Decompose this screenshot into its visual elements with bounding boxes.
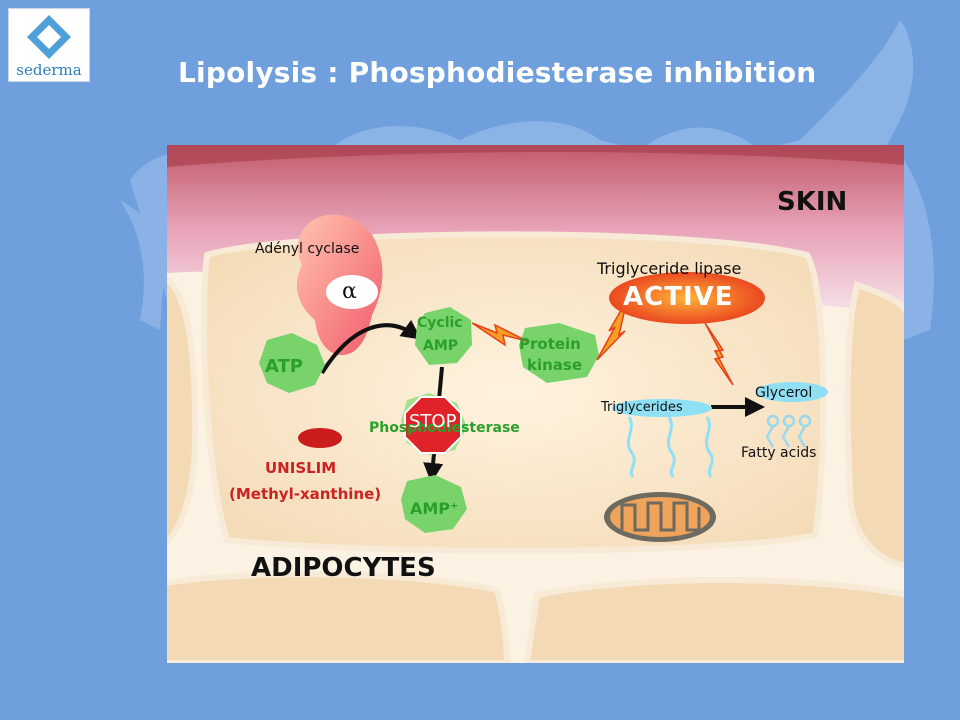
phosphodiesterase-label: Phosphodiesterase: [369, 420, 520, 436]
protein-kinase-label-2: kinase: [527, 356, 583, 374]
stop-sign-label: STOP: [409, 411, 457, 432]
stop-sign-shape: [404, 396, 462, 454]
glycerol-label: Glycerol: [755, 385, 813, 401]
fatty-acid-icons: [765, 414, 812, 448]
adipocyte-left: [167, 275, 199, 546]
diagram-panel: SKIN Adényl cyclase α ATP Cyclic AMP Pro…: [167, 145, 904, 663]
adipocytes-label: ADIPOCYTES: [251, 553, 436, 583]
diagram-artwork: [167, 145, 904, 663]
atp-to-camp-arrow: [320, 319, 422, 375]
protein-kinase-shape: [519, 323, 599, 383]
triglycerides-pill: [612, 399, 712, 417]
amp-plus-label: AMP⁺: [410, 499, 459, 518]
triglycerides-label: Triglycerides: [601, 400, 683, 415]
lightning-camp-pk: [471, 322, 528, 347]
unislim-label: UNISLIM: [265, 459, 337, 477]
unislim-capsule: [298, 428, 342, 448]
atp-shape: [259, 333, 325, 393]
triglyceride-tails: [626, 416, 714, 478]
logo-diamond-icon: [9, 9, 89, 81]
cyclic-amp-label-2: AMP: [423, 338, 459, 354]
skin-label: SKIN: [777, 187, 848, 217]
glycerol-pill: [756, 382, 828, 402]
logo-text: sederma: [16, 61, 82, 79]
active-badge-shape: [609, 272, 765, 324]
lightning-lipase-glycerol: [704, 322, 734, 386]
adipocyte-right: [844, 281, 904, 568]
mitochondrion: [604, 492, 716, 542]
atp-label: ATP: [265, 356, 304, 377]
triglyceride-lipase-label: Triglyceride lipase: [597, 259, 742, 278]
fatty-acids-label: Fatty acids: [741, 445, 817, 461]
amp-plus-shape: [401, 475, 467, 533]
cyclic-amp-label-1: Cyclic: [417, 315, 463, 331]
sederma-logo: sederma: [8, 8, 90, 82]
alpha-label: α: [342, 279, 357, 304]
adipocyte-bottom-left: [167, 571, 511, 663]
adipocyte-bottom-right: [523, 577, 904, 663]
cyclic-amp-shape: [415, 307, 472, 365]
alpha-subunit: [326, 275, 378, 309]
methyl-xanthine-label: (Methyl-xanthine): [229, 485, 382, 503]
active-badge-label: ACTIVE: [623, 282, 734, 312]
slide-title: Lipolysis : Phosphodiesterase inhibition: [178, 56, 817, 89]
protein-kinase-label-1: Protein: [519, 335, 581, 353]
adenyl-cyclase-label: Adényl cyclase: [255, 241, 360, 257]
